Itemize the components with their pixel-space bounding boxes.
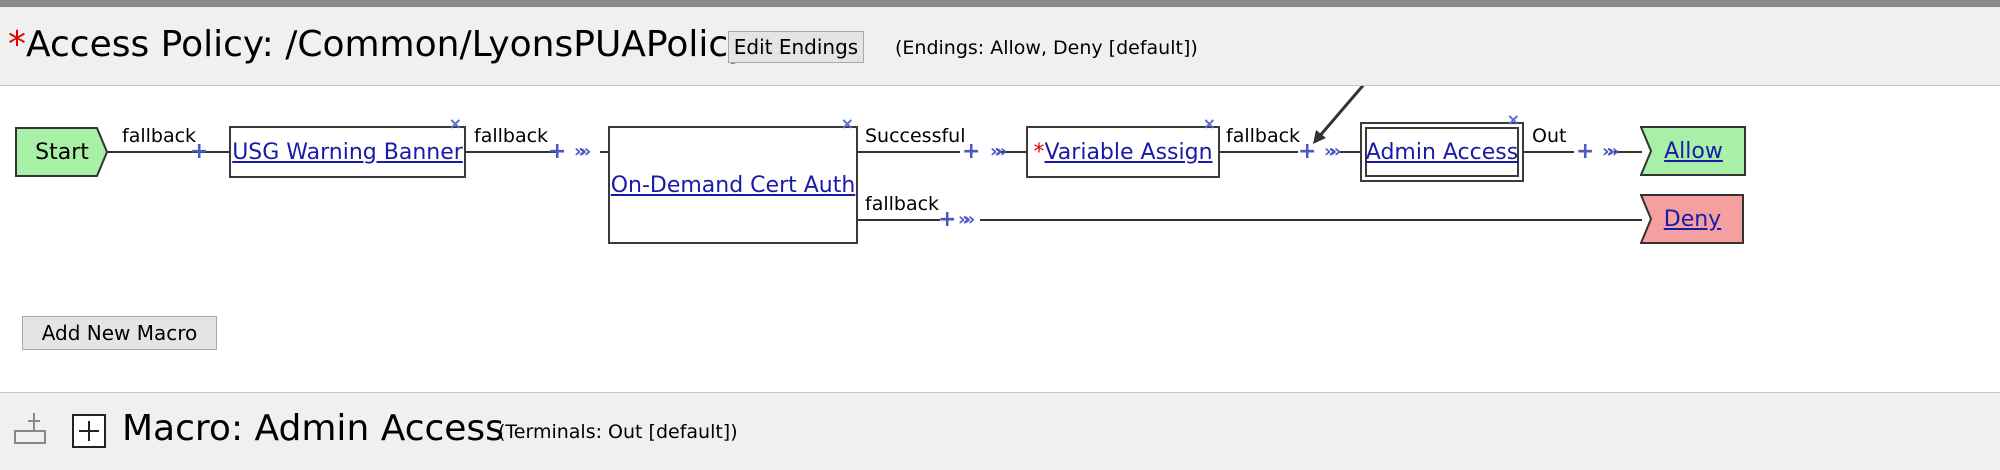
edge-label-var-assign: fallback — [1226, 125, 1301, 147]
required-mark: * — [8, 24, 26, 65]
allow-ending-link[interactable]: Allow — [1664, 138, 1723, 164]
start-label: Start — [35, 139, 89, 165]
delete-node-icon[interactable]: × — [840, 114, 854, 133]
macro-tree-icon[interactable] — [12, 411, 52, 447]
policy-header: *Access Policy: /Common/LyonsPUAPolicy E… — [0, 7, 2000, 86]
flow-connectors — [106, 86, 1642, 221]
add-item-plus-icon[interactable]: + — [190, 139, 209, 164]
usg-warning-banner-link[interactable]: USG Warning Banner — [232, 139, 463, 165]
allow-ending[interactable]: Allow — [1640, 126, 1747, 176]
variable-assign-required-mark: * — [1033, 139, 1045, 165]
add-new-macro-button[interactable]: Add New Macro — [22, 316, 217, 350]
on-demand-cert-auth-link[interactable]: On-Demand Cert Auth — [610, 172, 856, 198]
add-item-plus-icon[interactable]: + — [1298, 139, 1317, 164]
usg-warning-banner-node[interactable]: USG Warning Banner × — [229, 116, 466, 178]
add-item-plus-icon[interactable]: + — [962, 139, 981, 164]
add-item-plus-icon[interactable]: + — [548, 139, 567, 164]
pointer-arrow — [1316, 86, 1365, 139]
macro-title: Macro: Admin Access — [122, 408, 504, 449]
endings-info: (Endings: Allow, Deny [default]) — [895, 37, 1198, 59]
policy-title-text: Access Policy: /Common/LyonsPUAPolicy — [26, 24, 750, 65]
admin-access-macro-node[interactable]: Admin Access × — [1360, 112, 1524, 182]
edge-label-cert-fallback: fallback — [865, 193, 940, 215]
add-item-plus-icon[interactable]: + — [938, 207, 957, 232]
variable-assign-link[interactable]: Variable Assign — [1044, 139, 1213, 165]
edge-label-banner: fallback — [474, 125, 549, 147]
edit-endings-button[interactable]: Edit Endings — [728, 31, 864, 63]
deny-ending-link[interactable]: Deny — [1663, 206, 1722, 232]
macro-section: Macro: Admin Access (Terminals: Out [def… — [0, 392, 2000, 470]
flow-arrow-icon: »» — [574, 141, 591, 162]
delete-node-icon[interactable]: × — [1202, 114, 1216, 133]
edge-label-start: fallback — [122, 125, 197, 147]
admin-access-link[interactable]: Admin Access — [1365, 139, 1519, 165]
deny-ending[interactable]: Deny — [1640, 194, 1745, 244]
edge-label-successful: Successful — [865, 125, 966, 147]
flow-arrow-icon: »» — [990, 141, 1007, 162]
delete-node-icon[interactable]: × — [1506, 110, 1520, 129]
delete-node-icon[interactable]: × — [448, 114, 462, 133]
flow-arrow-icon: »» — [958, 209, 975, 230]
edge-label-out: Out — [1532, 125, 1567, 147]
window-top-strip — [0, 0, 2000, 7]
start-node: Start — [15, 127, 109, 177]
page-title: *Access Policy: /Common/LyonsPUAPolicy — [8, 23, 749, 67]
plus-square-icon[interactable] — [72, 414, 106, 448]
flow-arrow-icon: »» — [1602, 141, 1619, 162]
add-item-plus-icon[interactable]: + — [1576, 139, 1595, 164]
on-demand-cert-auth-node[interactable]: On-Demand Cert Auth × — [608, 116, 858, 244]
policy-flow-canvas: Start fallback fallback Successful fallb… — [0, 86, 2000, 392]
flow-arrow-icon: »» — [1324, 141, 1341, 162]
variable-assign-node[interactable]: *Variable Assign × — [1026, 116, 1220, 178]
macro-terminals-info: (Terminals: Out [default]) — [498, 421, 738, 443]
